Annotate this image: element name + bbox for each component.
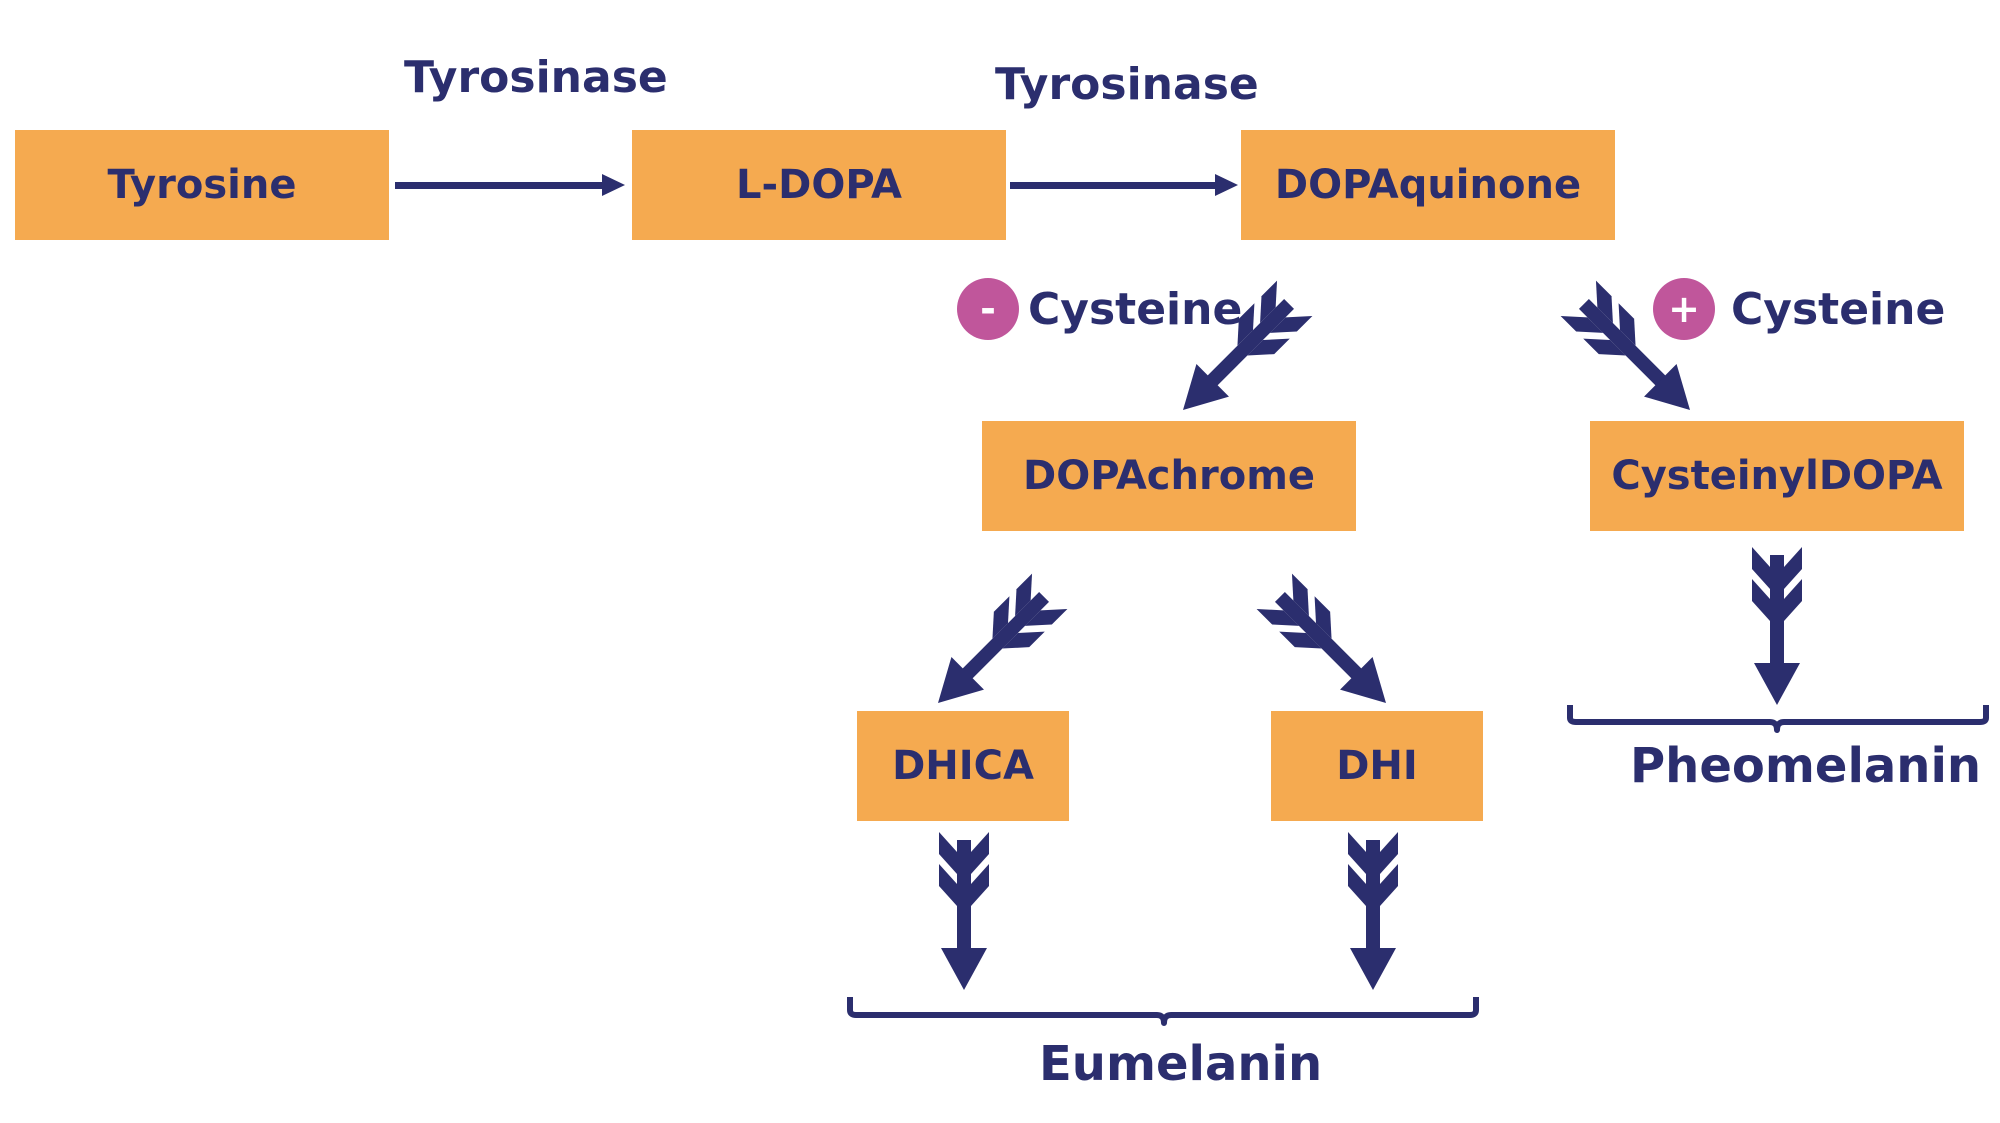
plus-cysteine-label: Cysteine (1731, 284, 1946, 335)
brace-pheomelanin (1567, 705, 1989, 733)
minus-badge: - (957, 278, 1019, 340)
minus-cysteine-label: Cysteine (1028, 284, 1243, 335)
brace-eumelanin (847, 997, 1479, 1026)
enzyme-label-step1: Tyrosinase (404, 52, 668, 103)
arrow-tyrosine-to-ldopa (395, 174, 625, 196)
node-dhi: DHI (1271, 711, 1483, 821)
arrow-cysteinyldopa-to-pheomelanin (1752, 547, 1802, 705)
arrow-dhi-to-eumelanin (1348, 832, 1398, 990)
node-dopaquinone: DOPAquinone (1241, 130, 1615, 240)
arrow-dopaquinone-to-cysteinyldopa (1560, 280, 1708, 428)
product-pheomelanin: Pheomelanin (1630, 738, 1982, 794)
node-tyrosine: Tyrosine (15, 130, 389, 240)
node-cysteinyldopa: CysteinylDOPA (1590, 421, 1964, 531)
node-dhica: DHICA (857, 711, 1069, 821)
arrow-dopachrome-to-dhi (1256, 573, 1404, 721)
node-dopachrome: DOPAchrome (982, 421, 1356, 531)
arrow-ldopa-to-dopaquinone (1010, 174, 1238, 196)
enzyme-label-step2: Tyrosinase (995, 59, 1259, 110)
plus-badge: + (1653, 278, 1715, 340)
arrow-dopachrome-to-dhica (920, 573, 1068, 721)
arrow-dhica-to-eumelanin (939, 832, 989, 990)
product-eumelanin: Eumelanin (1039, 1036, 1323, 1092)
arrow-dopaquinone-to-dopachrome (1165, 280, 1313, 428)
node-l-dopa: L-DOPA (632, 130, 1006, 240)
